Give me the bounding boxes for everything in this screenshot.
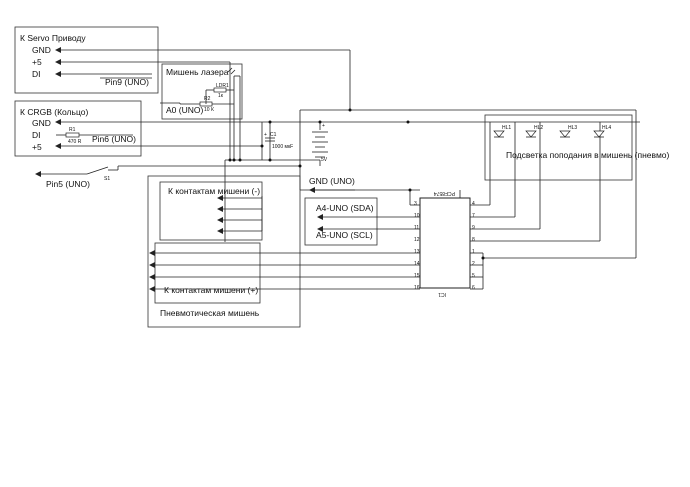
- target-plus-label: К контактам мишени (+): [164, 285, 258, 295]
- led-ref: HL2: [534, 125, 543, 131]
- target-minus-label: К контактам мишени (-): [168, 186, 260, 196]
- chip-right-pins: 4 7 9 8 1 2 5 6: [472, 201, 475, 291]
- gnd-uno-label: GND (UNO): [309, 176, 355, 186]
- servo-di-label: DI: [32, 69, 41, 79]
- i2c-sda-label: A4-UNO (SDA): [316, 203, 374, 213]
- chip-pin-left: 10: [414, 213, 420, 219]
- chip-pin-left: 13: [414, 249, 420, 255]
- led-ref: HL1: [502, 125, 511, 131]
- r1-ref: R1: [69, 127, 76, 133]
- laser-a0-label: A0 (UNO): [166, 105, 203, 115]
- junction-dots: [228, 108, 485, 260]
- chip-pin-left: 11: [414, 225, 419, 231]
- battery-plus: +: [322, 123, 325, 129]
- chip-pin-left: 14: [414, 261, 420, 267]
- cap-ref: C1: [270, 132, 277, 138]
- cap-value: 1000 мкF: [272, 144, 293, 150]
- led-hl1: HL1: [493, 125, 511, 138]
- r1-value: 470 R: [68, 139, 82, 145]
- led-hl4: HL4: [593, 125, 611, 138]
- chip-pin-left: 3: [414, 201, 417, 207]
- r2-value: 10 К: [204, 107, 214, 113]
- crgb-di-label: DI: [32, 130, 41, 140]
- battery-volt: 5V: [321, 157, 328, 163]
- chip-pin-right: 1: [472, 249, 475, 255]
- crgb-pin6-label: Pin6 (UNO): [92, 134, 136, 144]
- chip-pin-left: 16: [414, 285, 420, 291]
- servo-gnd-label: GND: [32, 45, 51, 55]
- ldr-ref: LDR1: [216, 83, 229, 89]
- led-hl3: HL3: [559, 125, 577, 138]
- crgb-connector-block: К CRGB (Кольцо) GND DI +5 R1 470 R Pin6 …: [14, 100, 262, 157]
- servo-title: К Servo Приводу: [20, 33, 86, 43]
- pneumatic-target-label: Пневмотическая мишень: [160, 308, 260, 318]
- r1-resistor: [65, 132, 80, 138]
- light-arrows: [227, 67, 236, 75]
- r2-ref: R2: [204, 96, 211, 102]
- chip-pin-right: 5: [472, 273, 475, 279]
- laser-target-block: Мишень лазера LDR1 1к R2 10 К A0 (UNO): [160, 62, 243, 160]
- chip-pin-right: 8: [472, 237, 475, 243]
- ldr-value: 1к: [218, 93, 224, 99]
- crgb-title: К CRGB (Кольцо): [20, 107, 88, 117]
- chip-pin-right: 7: [472, 213, 475, 219]
- chip-ref: IC1: [438, 291, 446, 297]
- led-block: HL1 HL2 HL3 HL4 Подсветка поподания в ми…: [484, 114, 670, 181]
- switch-ref: S1: [104, 176, 110, 182]
- servo-plus5-label: +5: [32, 57, 42, 67]
- switch-s1: S1 Pin5 (UNO): [35, 165, 300, 189]
- i2c-scl-label: A5-UNO (SCL): [316, 230, 373, 240]
- led-ref: HL4: [602, 125, 611, 131]
- chip-pin-left: 15: [414, 273, 420, 279]
- chip-pin-right: 4: [472, 201, 475, 207]
- chip-pin-right: 6: [472, 285, 475, 291]
- chip-pin-right: 9: [472, 225, 475, 231]
- servo-pin9-label: Pin9 (UNO): [105, 77, 149, 87]
- pneumatic-target-block: К контактам мишени (-) К контактам мишен…: [147, 175, 420, 328]
- chip-part: PCF8574: [434, 190, 455, 196]
- laser-title: Мишень лазера: [166, 67, 229, 77]
- chip-pin-left: 12: [414, 237, 420, 243]
- pcf8574-chip: PCF8574 IC1 3 10 11 12 13 14 15 16 4 7 9…: [409, 190, 475, 297]
- chip-pin-right: 2: [472, 261, 475, 267]
- servo-connector-block: К Servo Приводу GND +5 DI Pin9 (UNO): [14, 26, 350, 94]
- led-caption: Подсветка поподания в мишень (пневмо): [506, 150, 670, 160]
- battery-5v: + 5V: [312, 123, 328, 163]
- chip-left-pins: 3 10 11 12 13 14 15 16: [414, 201, 420, 291]
- crgb-gnd-label: GND: [32, 118, 51, 128]
- chip-right-wires: [459, 122, 636, 290]
- led-ref: HL3: [568, 125, 577, 131]
- switch-pin5-label: Pin5 (UNO): [46, 179, 90, 189]
- gnd-uno: GND (UNO): [300, 176, 420, 193]
- i2c-block: A4-UNO (SDA) A5-UNO (SCL): [304, 197, 420, 246]
- led-hl2: HL2: [525, 125, 543, 138]
- svg-text:+: +: [264, 132, 267, 138]
- crgb-plus5-label: +5: [32, 142, 42, 152]
